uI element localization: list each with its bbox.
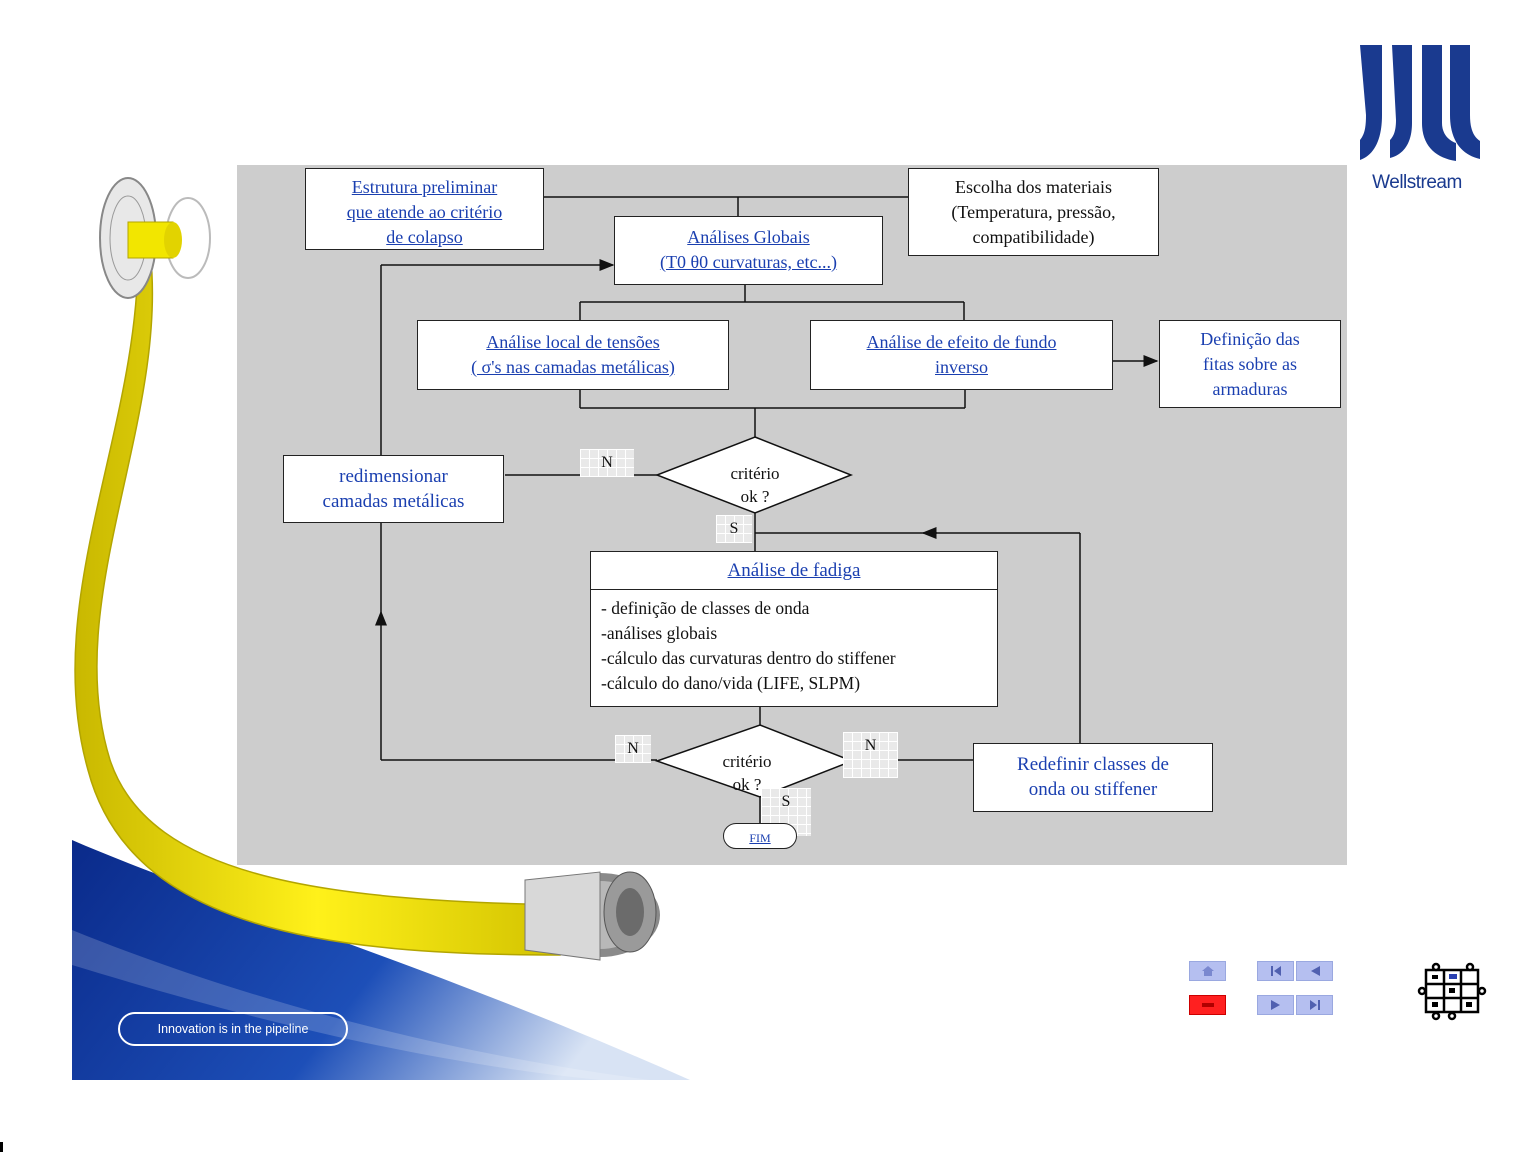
box-redimensionar: redimensionar camadas metálicas <box>283 455 504 523</box>
box-escolha-materiais: Escolha dos materiais (Temperatura, pres… <box>908 168 1159 256</box>
box-analise-fadiga: Análise de fadiga - definição de classes… <box>590 551 998 707</box>
prev-icon <box>1310 966 1320 976</box>
tagline: Innovation is in the pipeline <box>118 1012 348 1046</box>
box-redefinir-classes: Redefinir classes de onda ou stiffener <box>973 743 1213 812</box>
box-estrutura-preliminar[interactable]: Estrutura preliminar que atende ao crité… <box>305 168 544 250</box>
home-button[interactable] <box>1189 961 1226 981</box>
box-efeito-fundo[interactable]: Análise de efeito de fundo inverso <box>810 320 1113 390</box>
flowchart-panel: Estrutura preliminar que atende ao crité… <box>237 165 1347 865</box>
label-n-2: N <box>615 735 651 763</box>
exit-button[interactable] <box>1189 995 1226 1015</box>
fadiga-title[interactable]: Análise de fadiga <box>591 552 997 590</box>
decision-criterio-2: critério ok ? <box>722 752 772 794</box>
box-definicao-fitas: Definição das fitas sobre as armaduras <box>1159 320 1341 408</box>
fadiga-item: -cálculo das curvaturas dentro do stiffe… <box>601 648 896 668</box>
next-button[interactable] <box>1257 995 1294 1015</box>
first-icon <box>1270 966 1281 976</box>
decision-criterio-1: critério ok ? <box>730 464 780 506</box>
fadiga-list: - definição de classes de onda -análises… <box>591 590 997 696</box>
corner-mark <box>0 1142 3 1152</box>
fim-terminal[interactable]: FIM <box>723 823 797 849</box>
first-button[interactable] <box>1257 961 1294 981</box>
next-icon <box>1270 1000 1280 1010</box>
box-analise-tensoes[interactable]: Análise local de tensões ( σ's nas camad… <box>417 320 729 390</box>
label-n-1: N <box>580 449 634 477</box>
pipe-end-icon <box>524 871 660 961</box>
pipe-reel-icon <box>99 177 211 299</box>
last-button[interactable] <box>1296 995 1333 1015</box>
fadiga-item: - definição de classes de onda <box>601 598 810 618</box>
label-n-3: N <box>843 732 898 778</box>
puzzle-icon[interactable] <box>1412 962 1492 1024</box>
brand-name: Wellstream <box>1372 172 1462 193</box>
fadiga-item: -análises globais <box>601 623 718 643</box>
exit-icon <box>1201 1003 1214 1007</box>
label-s-1: S <box>716 515 752 543</box>
wellstream-logo-icon <box>1360 45 1480 161</box>
fadiga-item: -cálculo do dano/vida (LIFE, SLPM) <box>601 673 861 693</box>
prev-button[interactable] <box>1296 961 1333 981</box>
box-analises-globais[interactable]: Análises Globais (T0 θ0 curvaturas, etc.… <box>614 216 883 285</box>
home-icon <box>1201 966 1214 976</box>
flowchart-connectors <box>375 196 1159 823</box>
last-icon <box>1309 1000 1320 1010</box>
